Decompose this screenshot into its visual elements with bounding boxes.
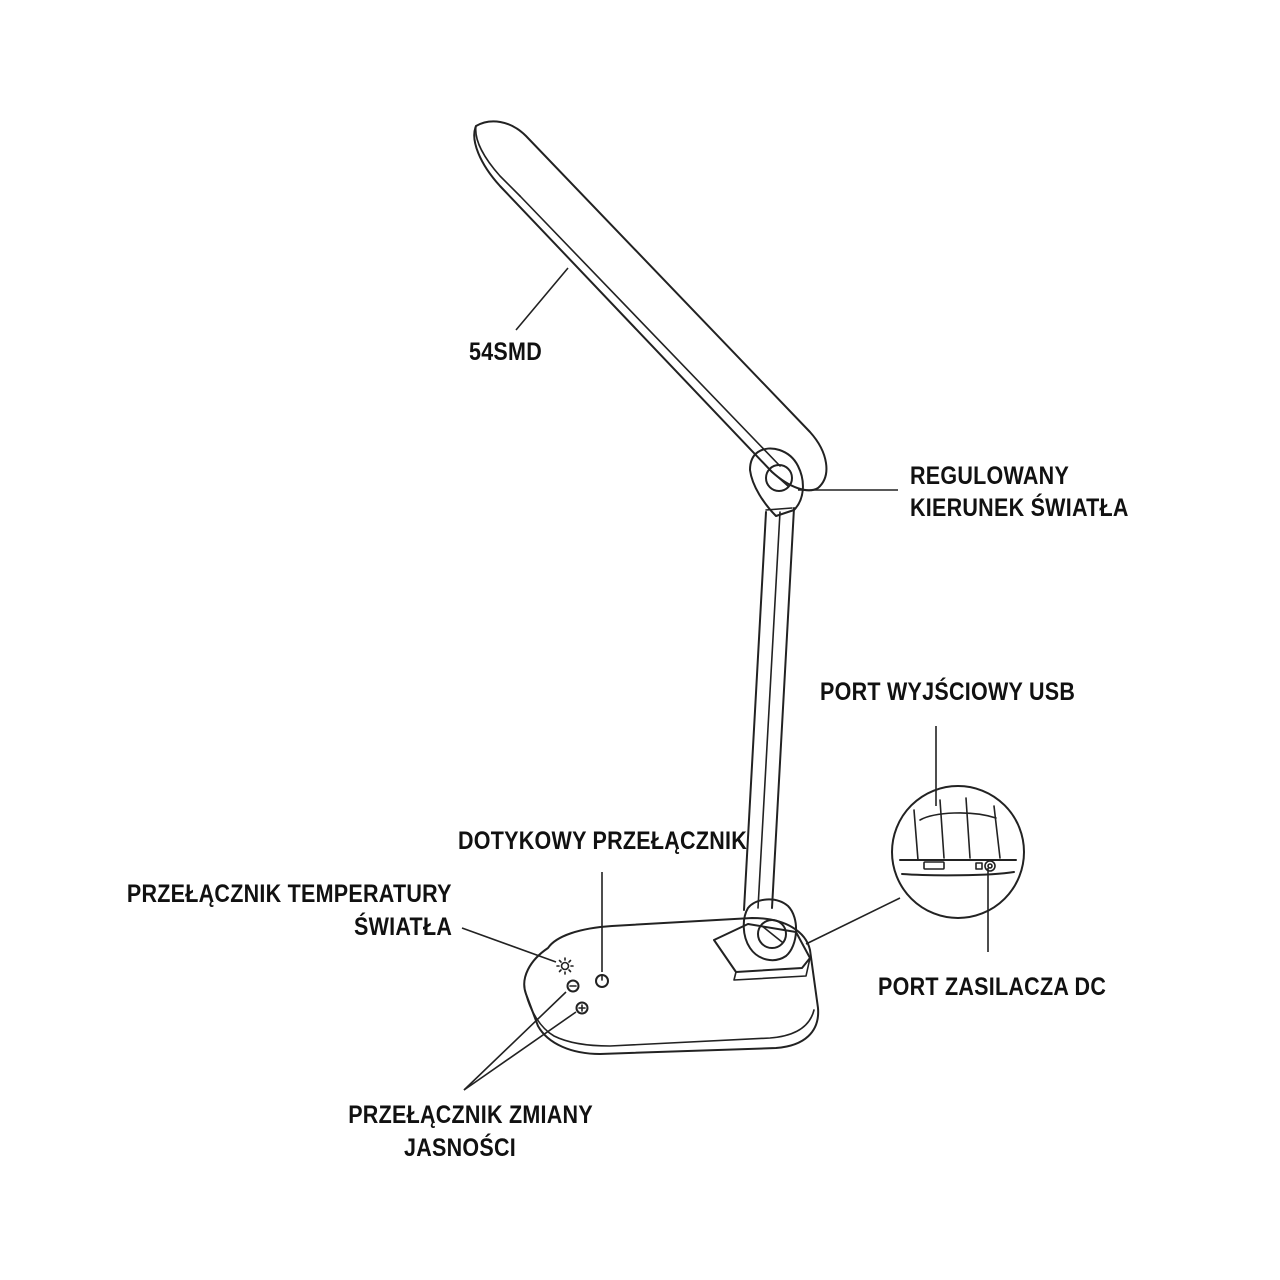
label-adjustable-direction-line2: KIERUNEK ŚWIATŁA (910, 494, 1129, 522)
leader-smd (515, 267, 569, 331)
lamp-head (473, 120, 828, 492)
port-detail (891, 785, 1025, 919)
label-touch-switch: DOTYKOWY PRZEŁĄCZNIK (458, 827, 748, 855)
label-temperature-switch-line1: PRZEŁĄCZNIK TEMPERATURY (127, 880, 452, 908)
sun-icon (556, 957, 574, 975)
label-54smd: 54SMD (469, 338, 542, 366)
minus-icon (566, 979, 580, 993)
leader-brightness-down (463, 991, 567, 1091)
lamp-arm (743, 507, 795, 911)
label-usb-output-port: PORT WYJŚCIOWY USB (820, 678, 1076, 706)
base-buttons (556, 957, 609, 1015)
leader-temperature (461, 927, 557, 963)
label-dc-power-port: PORT ZASILACZA DC (878, 973, 1107, 1001)
label-brightness-switch-line1: PRZEŁĄCZNIK ZMIANY (348, 1101, 593, 1129)
leader-lines (461, 267, 989, 1091)
upper-hinge (749, 447, 804, 517)
plus-icon (575, 1001, 589, 1015)
leader-brightness-up (463, 1011, 577, 1091)
label-temperature-switch-line2: ŚWIATŁA (353, 913, 452, 941)
label-adjustable-direction-line1: REGULOWANY (910, 462, 1070, 490)
label-brightness-switch-line2: JASNOŚCI (404, 1134, 516, 1162)
power-icon (595, 974, 609, 988)
leader-detail (805, 897, 901, 945)
